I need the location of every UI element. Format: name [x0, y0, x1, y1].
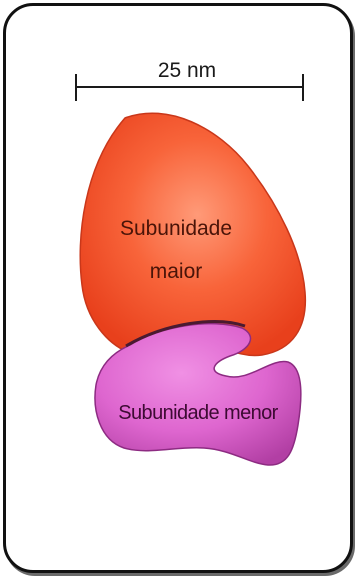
large-subunit-label-line1: Subunidade — [120, 217, 232, 240]
large-subunit: Subunidade maior — [80, 113, 305, 355]
scale-bar-label: 25 nm — [158, 59, 216, 82]
large-subunit-label-line2: maior — [150, 260, 203, 283]
small-subunit-label: Subunidade menor — [118, 402, 278, 424]
scale-bar: 25 nm — [76, 59, 303, 101]
